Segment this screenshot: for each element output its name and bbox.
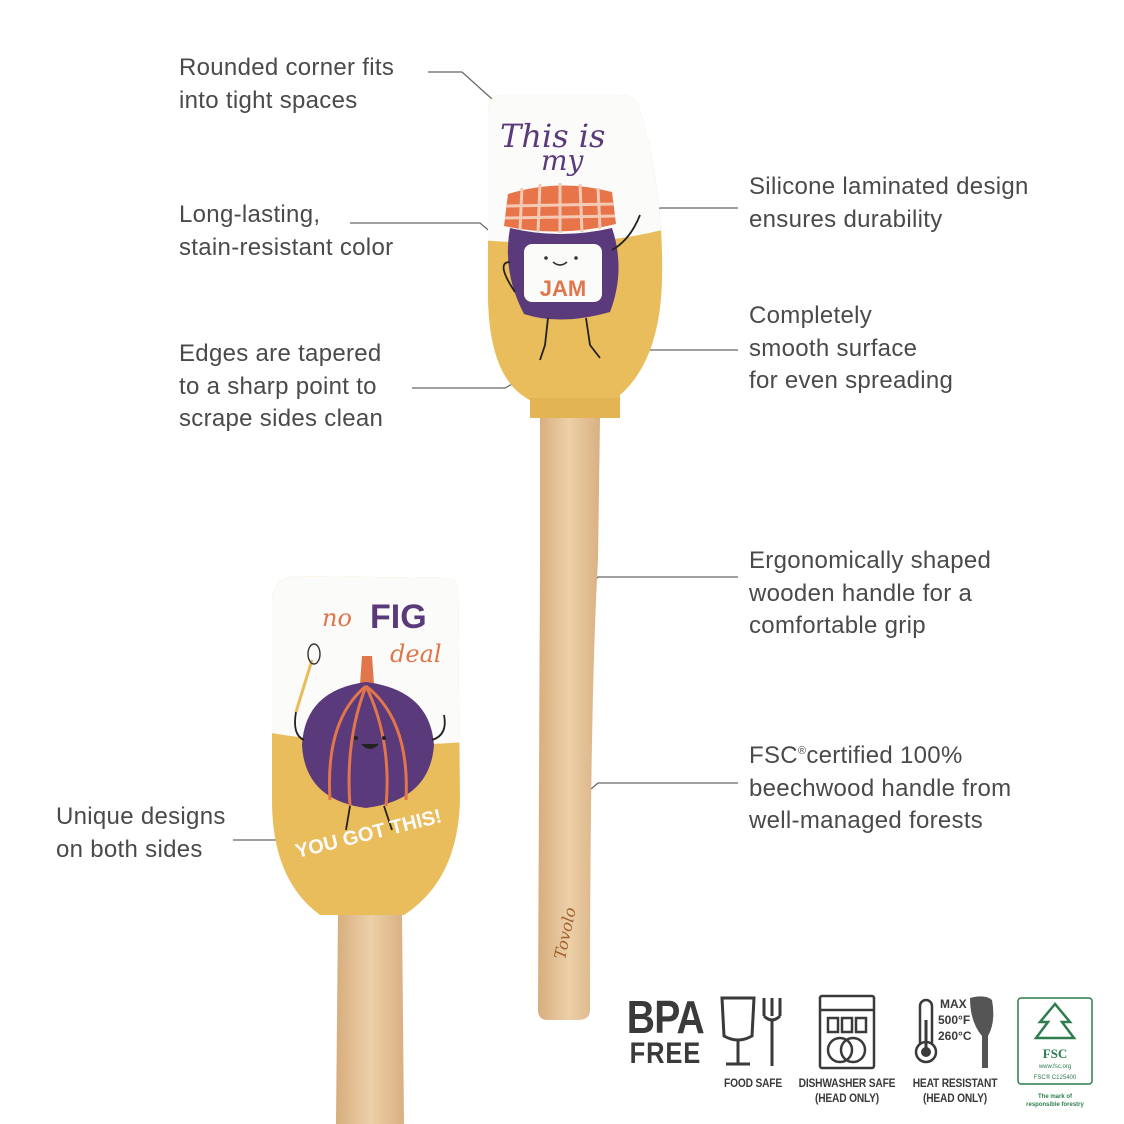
callout-smooth: Completely smooth surface for even sprea…: [749, 300, 953, 398]
fsc-prefix: FSC: [749, 742, 798, 769]
callout-line: wooden handle for a: [749, 579, 973, 607]
callout-line: beechwood handle from: [749, 774, 1012, 802]
fsc-mark-2: responsible forestry: [1026, 1102, 1084, 1108]
leader-long-lasting: [350, 222, 501, 241]
food-safe-label: FOOD SAFE: [715, 1076, 792, 1091]
free-text: FREE: [629, 1037, 702, 1070]
dishwasher-note: (HEAD ONLY): [814, 1091, 880, 1105]
callout-silicone: Silicone laminated design ensures durabi…: [749, 171, 1029, 236]
callout-line: on both sides: [56, 835, 203, 863]
leader-ergonomic: [577, 576, 738, 596]
small-spatula-handle: [336, 912, 404, 1124]
callout-fsc: FSC®certified 100% beechwood handle from…: [749, 735, 1011, 838]
lid-gingham: [504, 183, 616, 233]
callout-line: for even spreading: [749, 367, 954, 394]
callout-line: Long-lasting,: [179, 201, 321, 228]
callout-line: ensures durability: [749, 205, 943, 233]
callout-line: Rounded corner fits: [179, 54, 395, 81]
large-spatula-handle: Tovolo: [538, 418, 600, 1020]
heat-resistant-label: HEAT RESISTANT (HEAD ONLY): [907, 1076, 1004, 1106]
callout-line: scrape sides clean: [179, 405, 384, 432]
heat-resistant-icon: MAX 500°F 260°C: [914, 996, 994, 1068]
large-text-top: This is: [500, 117, 605, 155]
fsc-mark-1: The mark of: [1038, 1094, 1073, 1100]
callout-long-lasting: Long-lasting, stain-resistant color: [179, 199, 393, 264]
small-text-fig: FIG: [370, 598, 427, 636]
dishwasher-icon: [818, 994, 876, 1070]
fsc-url: www.fsc.org: [1038, 1064, 1071, 1070]
spoon-handle: [294, 659, 314, 713]
dishwasher-text: DISHWASHER SAFE: [798, 1076, 896, 1090]
callout-line: stain-resistant color: [179, 233, 394, 261]
fig-stripes: [327, 684, 408, 807]
callout-rounded-corner: Rounded corner fits into tight spaces: [179, 52, 394, 117]
callout-line: comfortable grip: [749, 612, 926, 639]
heat-f: 500°F: [938, 1013, 970, 1027]
jam-jar-icon: JAM: [502, 183, 641, 361]
food-safe-text: FOOD SAFE: [724, 1076, 782, 1090]
callout-line: Silicone laminated design: [749, 173, 1029, 200]
leader-fsc: [577, 782, 738, 801]
fsc-logo-icon: FSC www.fsc.org FSC® C125400 The mark of…: [1017, 997, 1093, 1108]
spoon-head: [307, 643, 321, 665]
heat-max: MAX: [940, 997, 967, 1011]
food-safe-icon: [720, 996, 782, 1066]
heat-resistant-note: (HEAD ONLY): [922, 1091, 988, 1105]
dishwasher-label: DISHWASHER SAFE (HEAD ONLY): [795, 1076, 899, 1106]
jar-limbs: [502, 214, 641, 361]
callout-line: Unique designs: [56, 803, 226, 830]
callout-ergonomic: Ergonomically shaped wooden handle for a…: [749, 545, 991, 643]
jar-label: JAM: [540, 276, 586, 301]
heat-resistant-text: HEAT RESISTANT: [912, 1076, 998, 1090]
fsc-code: FSC® C125400: [1034, 1074, 1077, 1081]
callout-line: Ergonomically shaped: [749, 547, 992, 574]
leader-rounded-corner: [428, 71, 503, 109]
callout-line: FSC®certified 100%: [749, 735, 1011, 773]
fig-icon: [294, 643, 446, 831]
bpa-free-badge: BPA FREE: [620, 991, 711, 1070]
fig-limbs: [294, 711, 446, 831]
callout-edges: Edges are tapered to a sharp point to sc…: [179, 338, 383, 436]
large-text-mid: my: [541, 144, 585, 177]
fsc-suffix: certified 100%: [806, 742, 963, 769]
registered-mark: ®: [797, 745, 807, 757]
small-text-no: no: [322, 604, 352, 632]
callout-line: smooth surface: [749, 334, 918, 362]
callout-line: Edges are tapered: [179, 340, 382, 367]
callout-unique: Unique designs on both sides: [56, 801, 226, 866]
callout-line: well-managed forests: [749, 807, 984, 834]
callout-line: to a sharp point to: [179, 372, 377, 400]
fsc-logo-text: FSC: [1043, 1046, 1068, 1061]
callout-line: into tight spaces: [179, 86, 358, 114]
callout-line: Completely: [749, 302, 873, 329]
small-text-deal: deal: [390, 640, 442, 668]
bpa-text: BPA: [626, 991, 705, 1043]
heat-c: 260°C: [938, 1029, 972, 1043]
